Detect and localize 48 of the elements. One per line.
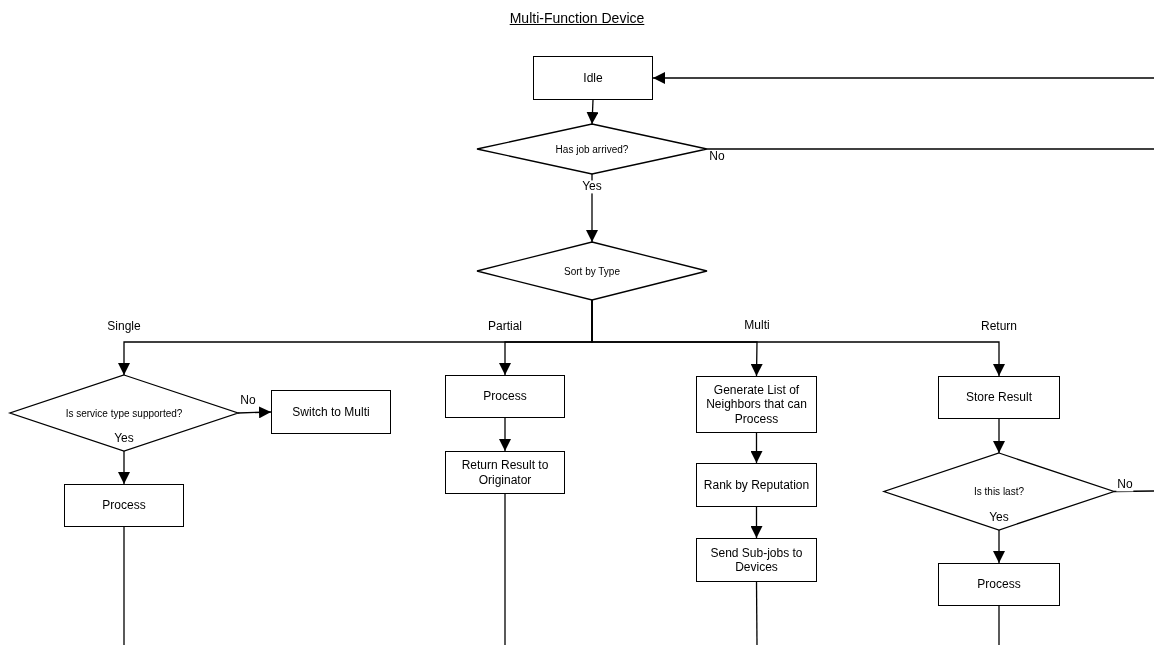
node-text: Process <box>102 498 146 513</box>
decision-diamond <box>477 242 707 300</box>
arrow <box>586 173 598 243</box>
edge-label: No <box>1116 478 1134 492</box>
process-box <box>533 56 653 100</box>
arrow <box>750 432 763 464</box>
connector-line <box>706 148 1154 150</box>
diagram-title: Multi-Function Device <box>509 10 645 26</box>
process-box <box>938 563 1060 606</box>
node-text: Process <box>483 389 527 404</box>
arrow <box>652 72 1154 84</box>
arrow <box>586 99 599 125</box>
node-text: Switch to Multi <box>292 404 370 420</box>
arrow <box>993 418 1005 454</box>
node-text: Is this last? <box>974 486 1024 497</box>
decision-diamond <box>477 124 707 174</box>
edge-label: Single <box>106 320 142 334</box>
process-box <box>696 463 817 507</box>
node-text: Send Sub-jobs to Devices <box>709 545 804 575</box>
node-text: Rank by Reputation <box>703 477 810 493</box>
node-text: Process <box>977 577 1021 592</box>
arrow <box>118 450 130 485</box>
arrow <box>750 506 763 539</box>
node-text: Is service type supported? <box>65 407 183 419</box>
node-text: Generate List of Neighbors that can Process <box>705 382 808 427</box>
node-text: Return Result to Originator <box>460 458 550 487</box>
arrow <box>237 406 272 419</box>
connector-line <box>504 493 506 645</box>
process-box <box>271 390 391 434</box>
connector-line <box>123 526 125 645</box>
arrow <box>993 529 1005 564</box>
arrow <box>499 417 511 452</box>
connector-line <box>998 605 1000 645</box>
process-box <box>64 484 184 527</box>
process-box <box>938 376 1060 419</box>
node-text: Idle <box>583 70 603 86</box>
process-box <box>696 376 817 433</box>
node-text: Has job arrived? <box>555 143 629 155</box>
arrow <box>591 299 1005 377</box>
node-text: Store Result <box>966 390 1032 405</box>
decision-diamond <box>884 453 1114 530</box>
node-text: Sort by Type <box>564 265 620 277</box>
edge-label: Yes <box>581 180 603 194</box>
process-box <box>445 451 565 494</box>
connector-line <box>755 581 758 645</box>
decision-diamond <box>10 375 238 451</box>
process-box <box>445 375 565 418</box>
process-box <box>696 538 817 582</box>
